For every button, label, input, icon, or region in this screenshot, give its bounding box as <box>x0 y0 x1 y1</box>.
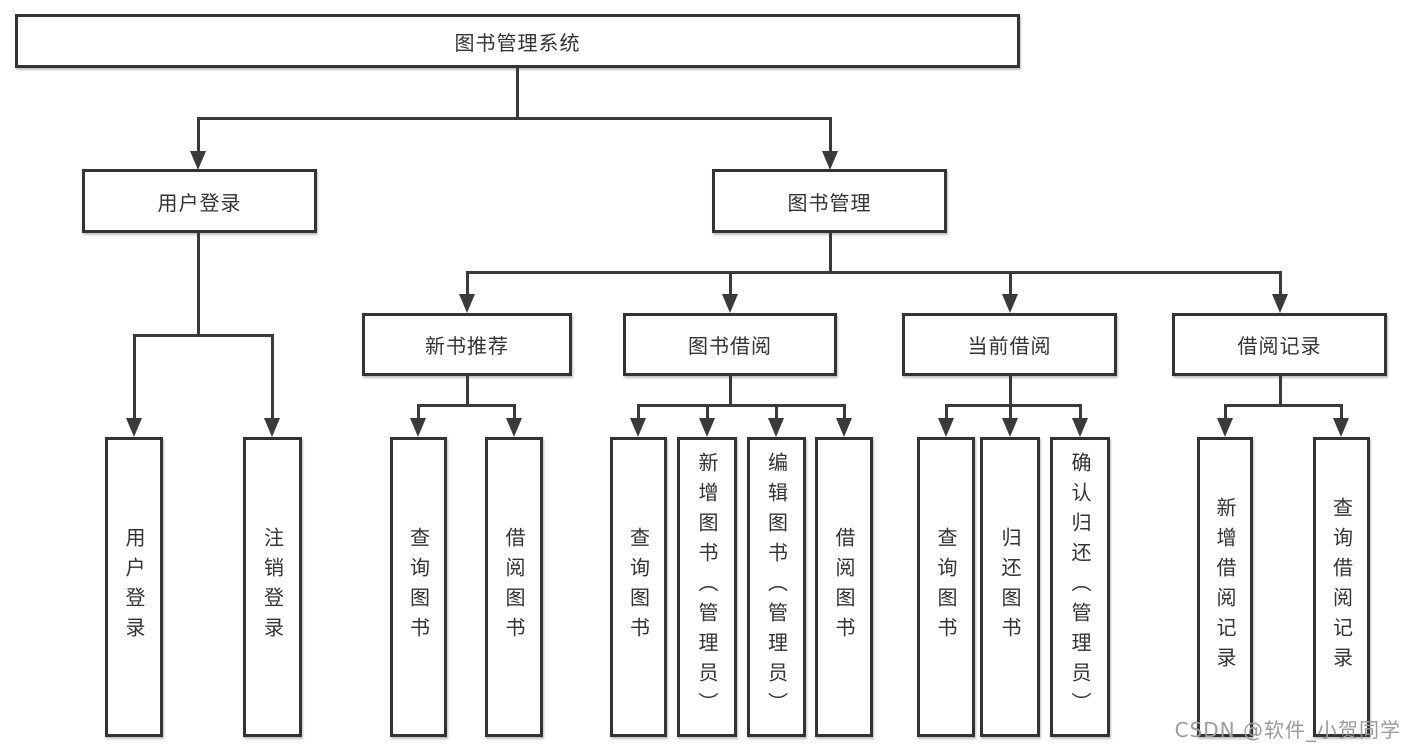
node-book-management: 图书管理 <box>712 169 947 233</box>
node-book-borrowing: 图书借阅 <box>623 313 837 376</box>
arrowhead-book-borrow <box>722 294 738 313</box>
connector-g3-stem <box>728 376 732 407</box>
arrowhead-book-mgmt <box>822 151 838 170</box>
connector-book-mgmt-bar <box>465 271 1282 274</box>
connector-g3-drop-2 <box>705 404 709 421</box>
node-current-borrowing: 当前借阅 <box>902 313 1117 376</box>
node-label: 查询图书 <box>406 527 431 647</box>
arrowhead-g5-1 <box>1217 418 1233 437</box>
connector-root-stem <box>515 68 519 120</box>
connector-g5-drop-1 <box>1223 404 1227 421</box>
arrowhead-user-login <box>190 151 206 170</box>
node-label: 借阅图书 <box>502 527 526 647</box>
node-label: 新书推荐 <box>425 334 509 358</box>
node-leaf-borrow-books-recommend: 借阅图书 <box>485 437 543 737</box>
node-label: 确认归还（管理员） <box>1068 452 1092 722</box>
connector-book-mgmt-drop <box>828 117 832 153</box>
arrowhead-g3-2 <box>699 418 715 437</box>
node-label: 查询借阅记录 <box>1329 497 1354 677</box>
arrowhead-g4-3 <box>1072 418 1088 437</box>
arrowhead-g5-2 <box>1333 418 1349 437</box>
node-leaf-add-borrow-record: 新增借阅记录 <box>1197 437 1253 737</box>
connector-g3-bar <box>636 404 846 407</box>
node-label: 归还图书 <box>998 527 1022 647</box>
csdn-watermark: CSDN @软件_小贺同学 <box>1174 718 1401 742</box>
connector-current-borrow-drop <box>1008 271 1012 297</box>
node-leaf-query-books-borrowing: 查询图书 <box>610 437 667 737</box>
connector-g4-drop-2 <box>1008 404 1012 421</box>
node-label: 查询图书 <box>626 527 651 647</box>
arrowhead-g2-2 <box>506 418 522 437</box>
node-library-system: 图书管理系统 <box>15 14 1020 68</box>
node-leaf-add-books-admin: 新增图书（管理员） <box>677 437 737 737</box>
arrowhead-g4-1 <box>938 418 954 437</box>
node-leaf-logout: 注销登录 <box>243 437 302 737</box>
connector-g2-stem <box>465 376 469 407</box>
node-new-book-recommend: 新书推荐 <box>362 313 572 376</box>
node-label: 编辑图书（管理员） <box>764 452 789 722</box>
connector-g5-drop-2 <box>1339 404 1343 421</box>
connector-user-login-drop <box>196 117 200 153</box>
node-label: 注销登录 <box>260 527 285 647</box>
arrowhead-g2-1 <box>410 418 426 437</box>
node-leaf-borrow-books: 借阅图书 <box>815 437 873 737</box>
node-label: 图书借阅 <box>688 334 772 358</box>
node-leaf-return-books: 归还图书 <box>980 437 1040 737</box>
arrowhead-g3-4 <box>836 418 852 437</box>
connector-g5-bar <box>1223 404 1343 407</box>
connector-g5-stem <box>1278 376 1282 407</box>
connector-g4-bar <box>944 404 1082 407</box>
node-label: 用户登录 <box>157 190 242 215</box>
node-label: 新增图书（管理员） <box>695 452 719 722</box>
connector-login-drop <box>132 334 136 421</box>
node-leaf-edit-books-admin: 编辑图书（管理员） <box>747 437 806 737</box>
node-leaf-query-books-current: 查询图书 <box>917 437 975 737</box>
node-label: 图书管理系统 <box>454 30 581 55</box>
node-label: 用户登录 <box>122 527 146 647</box>
connector-user-login-stem <box>196 233 200 337</box>
connector-book-borrow-drop <box>728 271 732 297</box>
node-leaf-query-borrow-record: 查询借阅记录 <box>1313 437 1370 737</box>
node-user-login: 用户登录 <box>82 169 317 233</box>
connector-book-mgmt-stem <box>828 233 832 274</box>
connector-g2-bar <box>416 404 516 407</box>
connector-root-bar <box>196 117 832 120</box>
connector-g3-drop-1 <box>636 404 640 421</box>
node-label: 图书管理 <box>787 190 872 215</box>
node-label: 新增借阅记录 <box>1213 497 1237 677</box>
connector-logout-drop <box>270 334 274 421</box>
connector-borrow-records-drop <box>1278 271 1282 297</box>
node-leaf-query-books-recommend: 查询图书 <box>390 437 447 737</box>
node-leaf-user-login: 用户登录 <box>105 437 163 737</box>
connector-g2-drop-2 <box>512 404 516 421</box>
connector-g4-drop-1 <box>944 404 948 421</box>
arrowhead-g4-2 <box>1002 418 1018 437</box>
connector-g2-drop-1 <box>416 404 420 421</box>
arrowhead-g3-3 <box>768 418 784 437</box>
connector-g4-stem <box>1008 376 1012 407</box>
node-label: 借阅记录 <box>1237 334 1322 358</box>
connector-g4-drop-3 <box>1078 404 1082 421</box>
node-leaf-confirm-return-admin: 确认归还（管理员） <box>1050 437 1110 737</box>
connector-g3-drop-3 <box>774 404 778 421</box>
arrowhead-login <box>126 418 142 437</box>
connector-g3-drop-4 <box>842 404 846 421</box>
node-label: 当前借阅 <box>967 334 1052 358</box>
arrowhead-g3-1 <box>630 418 646 437</box>
arrowhead-borrow-records <box>1272 294 1288 313</box>
node-label: 查询图书 <box>934 527 958 647</box>
node-borrowing-records: 借阅记录 <box>1172 313 1387 376</box>
node-label: 借阅图书 <box>832 527 856 647</box>
arrowhead-new-books <box>459 294 475 313</box>
connector-user-login-bar <box>132 334 274 337</box>
arrowhead-current-borrow <box>1002 294 1018 313</box>
arrowhead-logout <box>264 418 280 437</box>
connector-new-books-drop <box>465 271 469 297</box>
